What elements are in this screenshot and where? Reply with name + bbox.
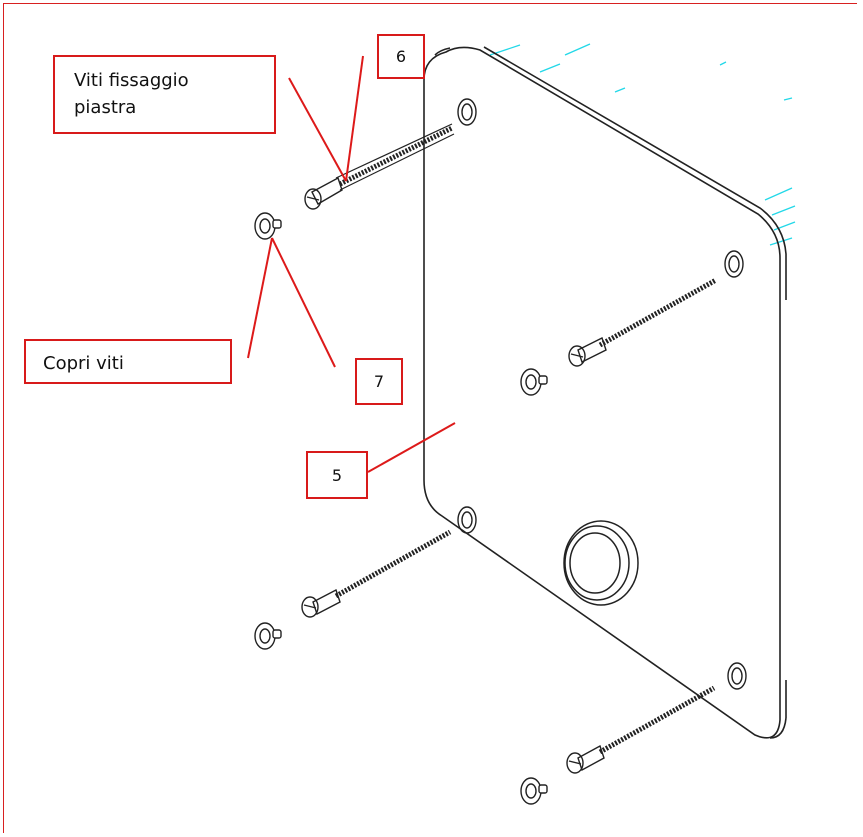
central-boss <box>563 520 639 606</box>
plate-holes <box>457 98 747 690</box>
callout-viti-line1: Viti fissaggio <box>74 70 189 91</box>
frame-border <box>3 3 857 833</box>
callout-copri-label: Copri viti <box>43 353 124 374</box>
leader-lines <box>247 55 456 473</box>
plate <box>423 46 787 739</box>
screws <box>301 123 718 774</box>
label-number-6: 6 <box>377 34 425 79</box>
label-number-5: 5 <box>306 451 368 499</box>
cyan-marks <box>489 43 796 246</box>
label-number-7: 7 <box>355 358 403 405</box>
callout-viti-line2: piastra <box>74 97 137 118</box>
callout-viti-fissaggio-piastra: Viti fissaggio piastra <box>53 55 276 134</box>
screw-covers <box>254 212 548 805</box>
callout-copri-viti: Copri viti <box>24 339 232 384</box>
